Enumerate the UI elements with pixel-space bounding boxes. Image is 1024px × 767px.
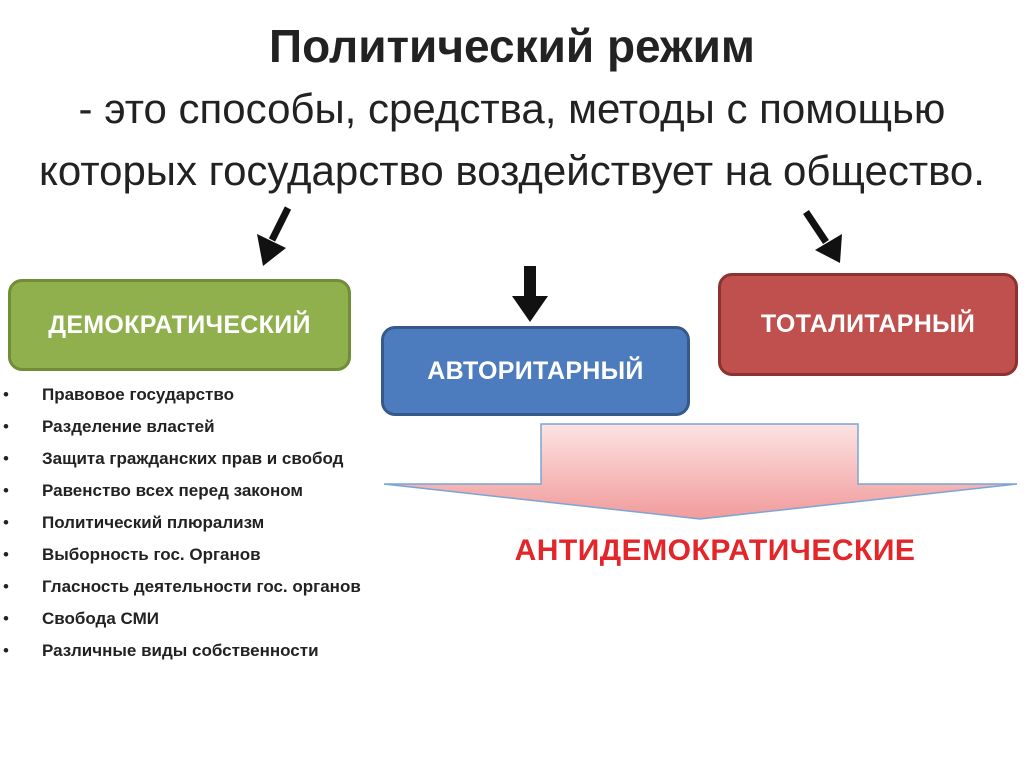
authoritarian-regime-box: АВТОРИТАРНЫЙ xyxy=(381,326,690,416)
feature-item: •Выборность гос. Органов xyxy=(0,542,370,568)
feature-item: •Разделение властей xyxy=(0,414,370,440)
right-down-arrow-icon xyxy=(803,210,842,263)
bullet-icon: • xyxy=(3,609,9,628)
center-down-arrow-icon xyxy=(512,266,548,322)
democratic-regime-label: ДЕМОКРАТИЧЕСКИЙ xyxy=(48,310,311,339)
bullet-icon: • xyxy=(3,481,9,500)
feature-item: •Правовое государство xyxy=(0,382,370,408)
feature-item: •Гласность деятельности гос. органов xyxy=(0,574,370,600)
bullet-icon: • xyxy=(3,641,9,660)
bullet-icon: • xyxy=(3,513,9,532)
authoritarian-regime-label: АВТОРИТАРНЫЙ xyxy=(427,356,644,385)
feature-item: •Свобода СМИ xyxy=(0,606,370,632)
totalitarian-regime-box: ТОТАЛИТАРНЫЙ xyxy=(718,273,1018,376)
page-title: Политический режим xyxy=(269,20,755,72)
bullet-icon: • xyxy=(3,449,9,468)
totalitarian-regime-label: ТОТАЛИТАРНЫЙ xyxy=(760,310,976,338)
bullet-icon: • xyxy=(3,417,9,436)
feature-item: •Политический плюрализм xyxy=(0,510,370,536)
bullet-icon: • xyxy=(3,385,9,404)
bullet-icon: • xyxy=(3,577,9,596)
feature-item: •Защита гражданских прав и свобод xyxy=(0,446,370,472)
antidemocratic-label: АНТИДЕМОКРАТИЧЕСКИЕ xyxy=(514,534,916,567)
big-down-arrow-icon xyxy=(383,423,1018,520)
bullet-icon: • xyxy=(3,545,9,564)
feature-item: •Различные виды собственности xyxy=(0,638,370,664)
left-down-arrow-icon xyxy=(257,206,292,266)
democratic-features-list: •Правовое государство •Разделение власте… xyxy=(0,382,370,670)
feature-item: •Равенство всех перед законом xyxy=(0,478,370,504)
title-block: Политический режим - это способы, средст… xyxy=(0,18,1024,202)
democratic-regime-box: ДЕМОКРАТИЧЕСКИЙ xyxy=(8,279,351,371)
page-subtitle: - это способы, средства, методы с помощь… xyxy=(39,85,985,194)
